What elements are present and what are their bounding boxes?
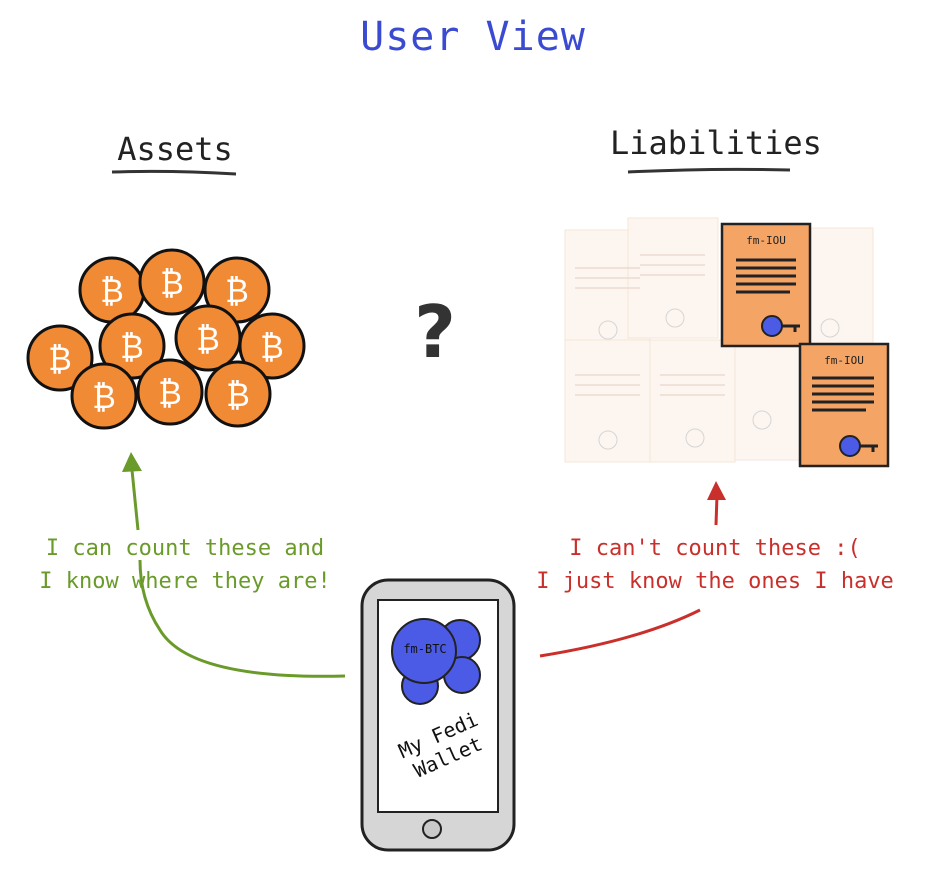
bitcoin-symbol: ₿ [92, 378, 116, 416]
liabilities-underline [627, 167, 791, 174]
faded-iou-documents [564, 217, 874, 463]
bitcoin-coin-cluster: ₿₿₿₿₿₿₿₿₿₿ [26, 248, 306, 430]
bitcoin-symbol: ₿ [160, 264, 184, 302]
bitcoin-coin-icon: ₿ [26, 324, 94, 392]
iou-label: fm-IOU [824, 354, 864, 367]
assets-caption-line: I can count these and [45, 536, 325, 561]
key-icon [761, 315, 800, 337]
bitcoin-symbol: ₿ [120, 328, 144, 366]
bitcoin-coin-icon: ₿ [203, 256, 271, 324]
bitcoin-coin-icon: ₿ [70, 362, 138, 430]
assets-underline [111, 169, 237, 176]
bitcoin-coin-icon: ₿ [98, 312, 166, 380]
bitcoin-symbol: ₿ [100, 272, 124, 310]
assets-caption: I can count these and I know where they … [20, 532, 350, 598]
fm-btc-label: fm-BTC [403, 642, 447, 656]
iou-document-1: fm-IOU [720, 222, 812, 348]
bitcoin-coin-icon: ₿ [204, 360, 272, 428]
page-title: User View [360, 14, 586, 60]
bitcoin-symbol: ₿ [225, 272, 249, 310]
bitcoin-coin-icon: ₿ [78, 256, 146, 324]
iou-document-2: fm-IOU [798, 342, 890, 468]
assets-caption-line: I know where they are! [39, 569, 331, 594]
bitcoin-symbol: ₿ [196, 320, 220, 358]
bitcoin-symbol: ₿ [226, 376, 250, 414]
liabilities-caption-line: I can't count these :( [569, 536, 861, 561]
key-icon [839, 435, 878, 457]
assets-arrow [122, 452, 346, 678]
bitcoin-coin-icon: ₿ [238, 312, 306, 380]
bitcoin-coin-icon: ₿ [138, 248, 206, 316]
liabilities-heading: Liabilities [610, 124, 822, 162]
liabilities-caption-line: I just know the ones I have [536, 569, 894, 594]
phone-icon [360, 578, 516, 852]
bitcoin-symbol: ₿ [158, 374, 182, 412]
bitcoin-coin-icon: ₿ [136, 358, 204, 426]
bitcoin-coin-icon: ₿ [174, 304, 242, 372]
fm-btc-coins [391, 618, 481, 705]
bitcoin-symbol: ₿ [48, 340, 72, 378]
liabilities-caption: I can't count these :( I just know the o… [520, 532, 910, 598]
iou-label: fm-IOU [746, 234, 786, 247]
assets-heading: Assets [117, 130, 233, 168]
question-mark: ? [414, 290, 456, 374]
bitcoin-symbol: ₿ [260, 328, 284, 366]
liabilities-arrow [539, 481, 726, 658]
